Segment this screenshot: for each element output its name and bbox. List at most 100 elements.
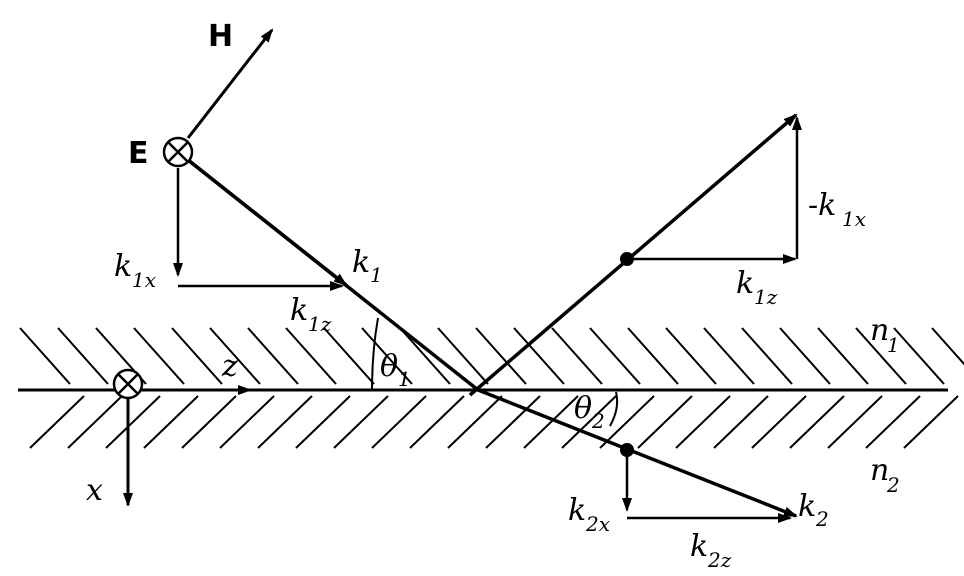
hatch-stroke	[181, 395, 237, 449]
hatch-stroke	[903, 395, 959, 449]
reflected-ray	[468, 113, 798, 397]
svg-text:2: 2	[591, 409, 605, 433]
svg-text:n: n	[870, 453, 889, 488]
label-e: E	[128, 136, 149, 171]
hatch-stroke	[599, 395, 655, 449]
label-theta2: θ 2	[574, 391, 605, 433]
svg-text:1z: 1z	[308, 312, 332, 336]
e-field-cross-circle-icon	[162, 136, 194, 168]
hatch-stroke	[827, 395, 883, 449]
hatch-stroke	[703, 327, 755, 385]
label-h: H	[208, 19, 233, 54]
hatch-stroke	[779, 327, 831, 385]
hatch-stroke	[789, 395, 845, 449]
label-k1: k 1	[352, 245, 383, 287]
label-k2z: k 2z	[690, 529, 732, 572]
hatch-stroke	[285, 327, 337, 385]
hatch-stroke	[437, 327, 489, 385]
hatch-stroke	[257, 395, 313, 449]
svg-text:θ: θ	[380, 349, 398, 384]
hatch-stroke	[399, 327, 451, 385]
hatch-stroke	[295, 395, 351, 449]
svg-text:2z: 2z	[707, 548, 732, 572]
label-x: x	[86, 473, 103, 508]
hatch-stroke	[219, 395, 275, 449]
label-theta1: θ 1	[380, 349, 411, 391]
label-k1z-reflected: k 1z	[736, 266, 778, 309]
hatch-stroke	[133, 327, 185, 385]
hatch-stroke	[333, 395, 389, 449]
hatching-medium-n1	[19, 327, 964, 385]
hatching-medium-n2	[29, 395, 959, 449]
svg-text:1x: 1x	[132, 268, 156, 292]
label-n1: n 1	[870, 313, 900, 357]
svg-text:k: k	[114, 249, 132, 284]
hatch-stroke	[475, 327, 527, 385]
hatch-stroke	[665, 327, 717, 385]
svg-text:k: k	[798, 489, 816, 524]
hatch-stroke	[627, 327, 679, 385]
svg-text:2: 2	[886, 473, 900, 497]
svg-text:k: k	[568, 493, 586, 528]
hatch-stroke	[485, 395, 541, 449]
hatch-stroke	[561, 395, 617, 449]
hatch-stroke	[713, 395, 769, 449]
svg-text:2: 2	[815, 507, 829, 531]
hatch-stroke	[893, 327, 945, 385]
label-n2: n 2	[870, 453, 900, 497]
hatch-stroke	[637, 395, 693, 449]
svg-text:k: k	[690, 529, 708, 564]
svg-text:1: 1	[398, 367, 411, 391]
h-vector-arrow	[186, 28, 274, 139]
hatch-stroke	[143, 395, 199, 449]
origin-cross-circle-icon	[112, 368, 144, 400]
hatch-stroke	[751, 395, 807, 449]
hatch-stroke	[523, 395, 579, 449]
label-z: z	[221, 349, 238, 384]
svg-text:1: 1	[887, 333, 900, 357]
svg-text:-k: -k	[808, 188, 836, 223]
hatch-stroke	[865, 395, 921, 449]
theta1-angle-arc	[371, 317, 379, 391]
label-minus-k1x: -k 1x	[808, 188, 866, 231]
hatch-stroke	[513, 327, 565, 385]
svg-text:2x: 2x	[585, 512, 610, 536]
hatch-stroke	[855, 327, 907, 385]
hatch-stroke	[67, 395, 123, 449]
label-k2: k 2	[798, 489, 829, 531]
hatch-stroke	[361, 327, 413, 385]
hatch-stroke	[29, 395, 85, 449]
hatch-stroke	[675, 395, 731, 449]
hatch-stroke	[551, 327, 603, 385]
label-k1z: k 1z	[290, 293, 332, 336]
hatch-stroke	[19, 327, 71, 385]
hatch-stroke	[931, 327, 964, 366]
svg-text:1z: 1z	[754, 285, 778, 309]
hatch-stroke	[817, 327, 869, 385]
hatch-stroke	[409, 395, 465, 449]
hatch-stroke	[209, 327, 261, 385]
svg-text:θ: θ	[574, 391, 592, 426]
label-k2x: k 2x	[568, 493, 610, 536]
label-k1x: k 1x	[114, 249, 156, 292]
hatch-stroke	[57, 327, 109, 385]
hatch-stroke	[589, 327, 641, 385]
theta2-angle-arc	[609, 391, 619, 427]
hatch-stroke	[247, 327, 299, 385]
svg-text:n: n	[870, 313, 889, 348]
hatch-stroke	[323, 327, 375, 385]
refracted-ray-k2	[477, 388, 798, 518]
svg-text:1x: 1x	[842, 207, 866, 231]
svg-text:k: k	[290, 293, 308, 328]
hatch-stroke	[371, 395, 427, 449]
svg-text:k: k	[352, 245, 370, 280]
svg-text:k: k	[736, 266, 754, 301]
svg-text:1: 1	[370, 263, 383, 287]
hatch-stroke	[171, 327, 223, 385]
incident-ray-k1-arrow	[176, 150, 348, 287]
hatch-stroke	[447, 395, 503, 449]
hatch-stroke	[105, 395, 161, 449]
hatch-stroke	[741, 327, 793, 385]
